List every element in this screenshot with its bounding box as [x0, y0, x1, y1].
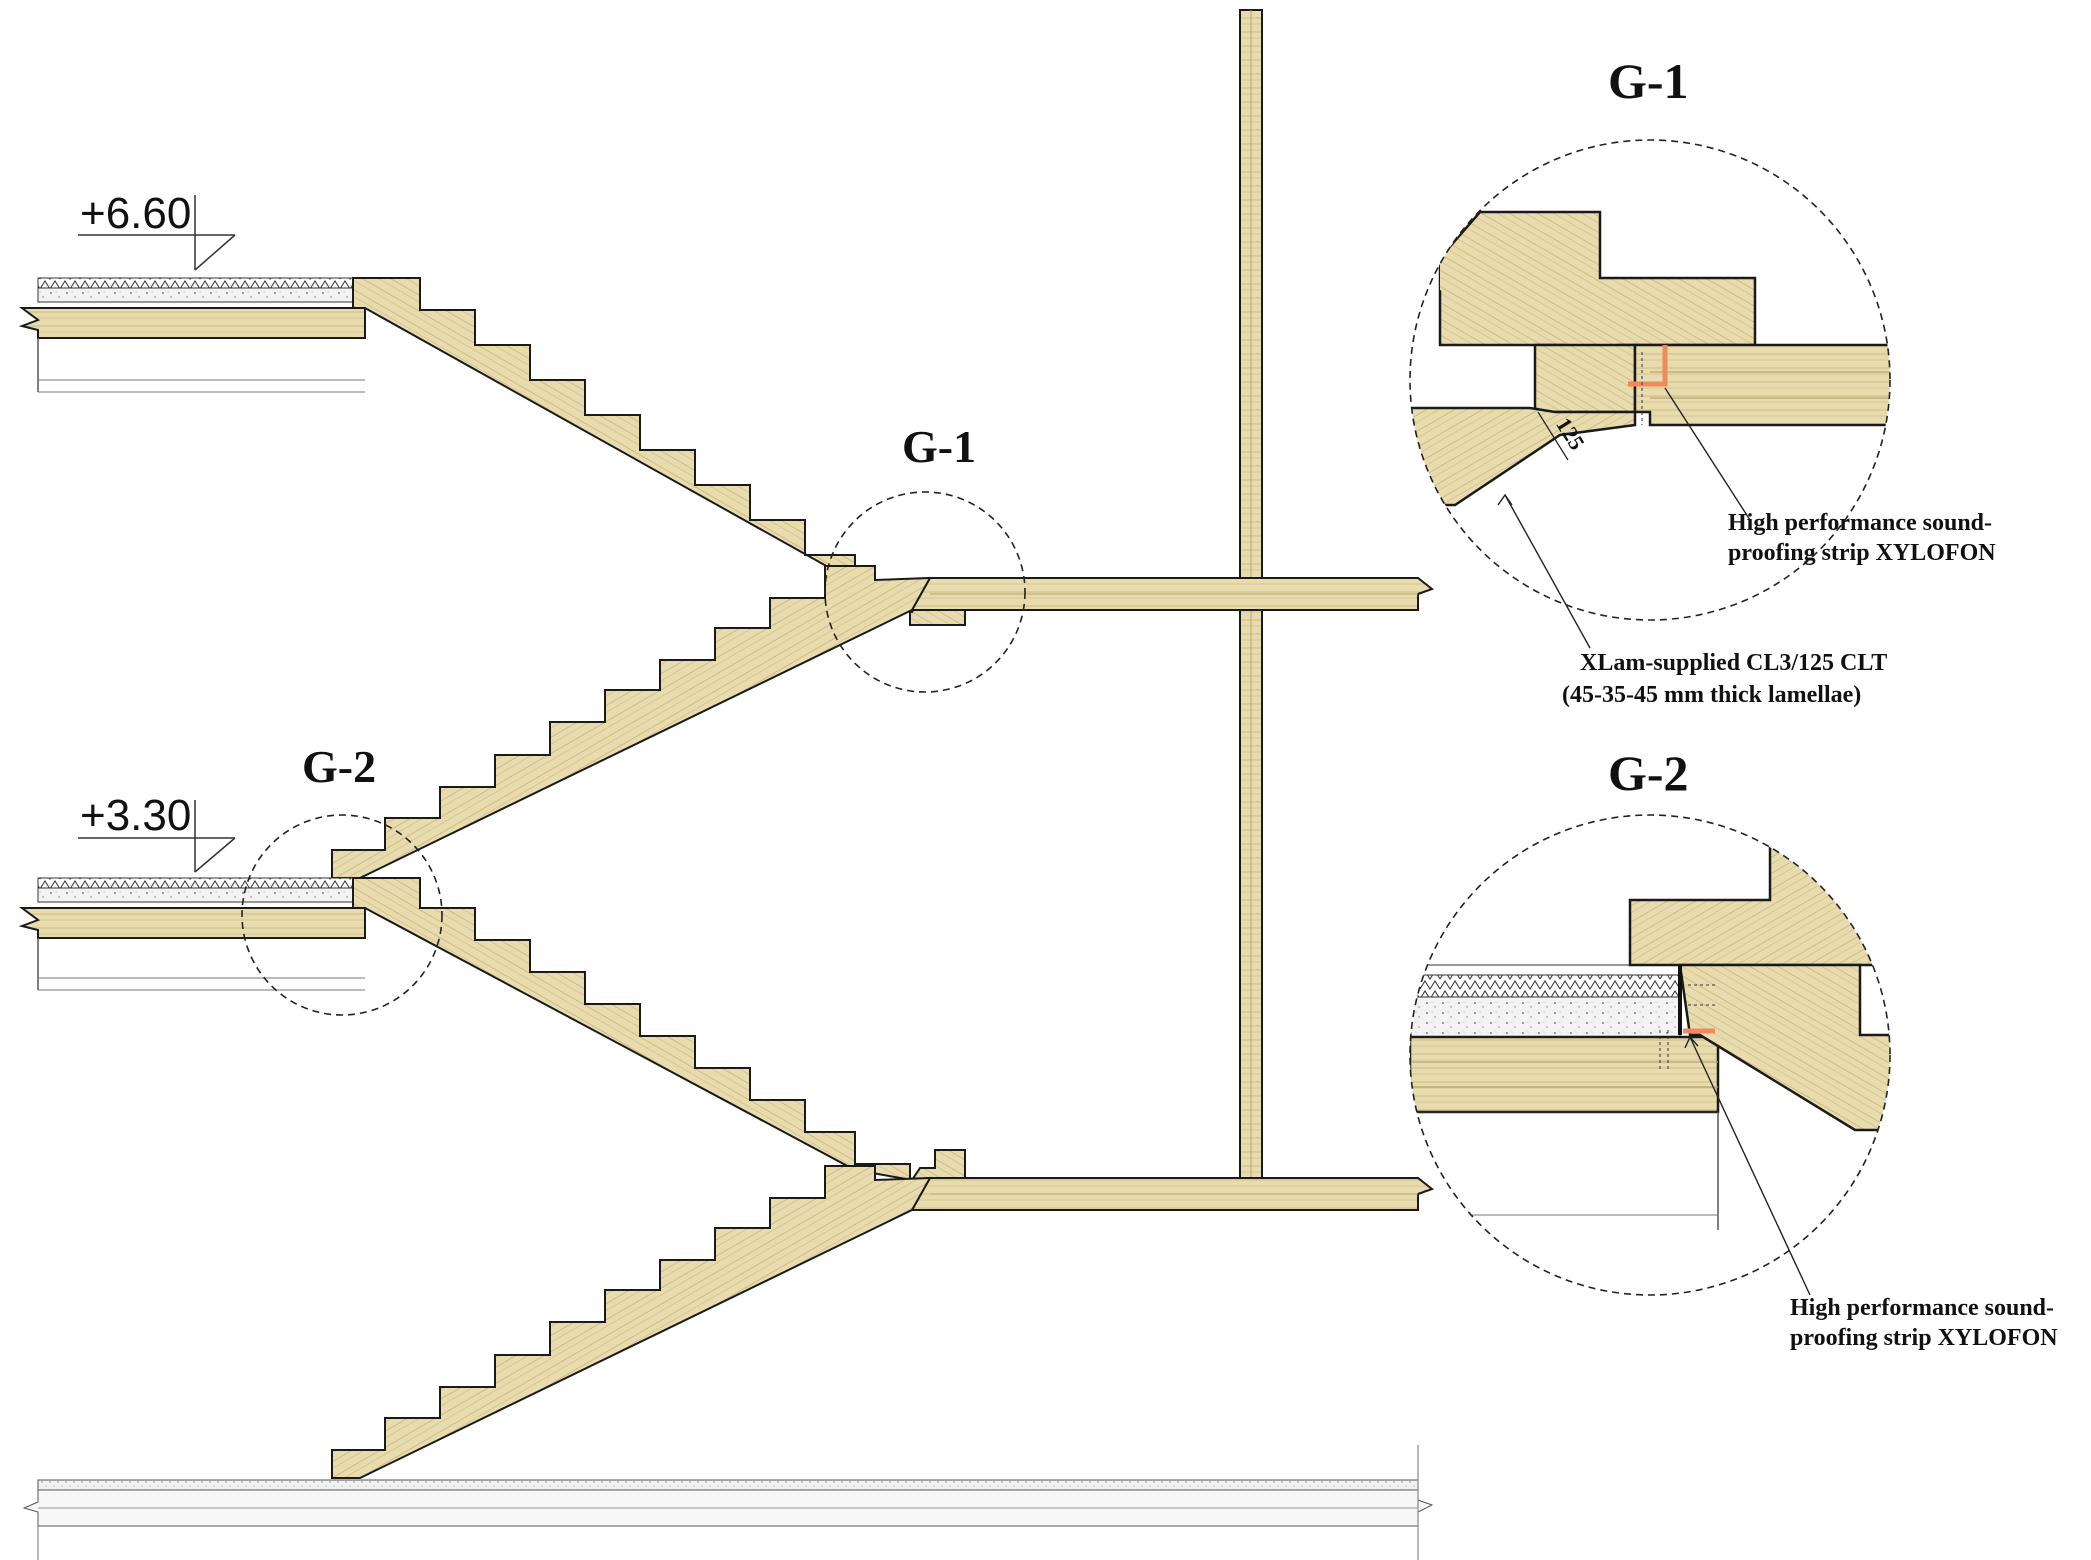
level-marker-middle: +3.30: [78, 791, 236, 873]
leader-g1-clt: [1504, 494, 1591, 649]
lower-flight: [352, 877, 966, 1182]
intermediate-landing-upper: [910, 577, 1435, 611]
g1-strip-note-line1: High performance sound-: [1728, 510, 1992, 536]
intermediate-landing-lower: [910, 1177, 1435, 1211]
middle-flight: [331, 565, 932, 879]
g1-clt-note-line2: (45-35-45 mm thick lamellae): [1562, 682, 1861, 708]
g2-strip-note-line1: High performance sound-: [1790, 1295, 2054, 1321]
level-label-upper: +6.60: [80, 189, 191, 238]
leader-g1-strip: [1664, 387, 1751, 521]
detail-tag-g1: G-1: [902, 421, 976, 472]
detail-g1-boundary: [1409, 139, 1891, 621]
leader-g2-strip: [1689, 1036, 1811, 1296]
detail-g1: G-1 125 High performanc: [1409, 53, 1996, 708]
detail-g2: G-2 High perf: [1409, 745, 2058, 1351]
floor-middle: [18, 877, 366, 991]
level-label-middle: +3.30: [80, 791, 191, 840]
detail-tag-g2: G-2: [302, 741, 376, 792]
floor-upper: [18, 277, 366, 393]
g2-strip-note-line2: proofing strip XYLOFON: [1790, 1325, 2058, 1351]
detail-g1-title: G-1: [1608, 53, 1689, 109]
main-section: +6.60 +3.30: [18, 9, 1435, 1560]
g1-strip-note-line2: proofing strip XYLOFON: [1728, 540, 1996, 566]
detail-callout-g1: G-1: [824, 421, 1026, 693]
bottom-flight: [331, 1165, 932, 1479]
ground-slab: [22, 1445, 1434, 1560]
g1-clt-note-line1: XLam-supplied CL3/125 CLT: [1580, 650, 1887, 676]
detail-g2-title: G-2: [1608, 745, 1689, 801]
detail-g2-boundary: [1409, 814, 1891, 1296]
detail-callout-g2: G-2: [241, 741, 443, 1016]
level-marker-upper: +6.60: [78, 189, 236, 271]
